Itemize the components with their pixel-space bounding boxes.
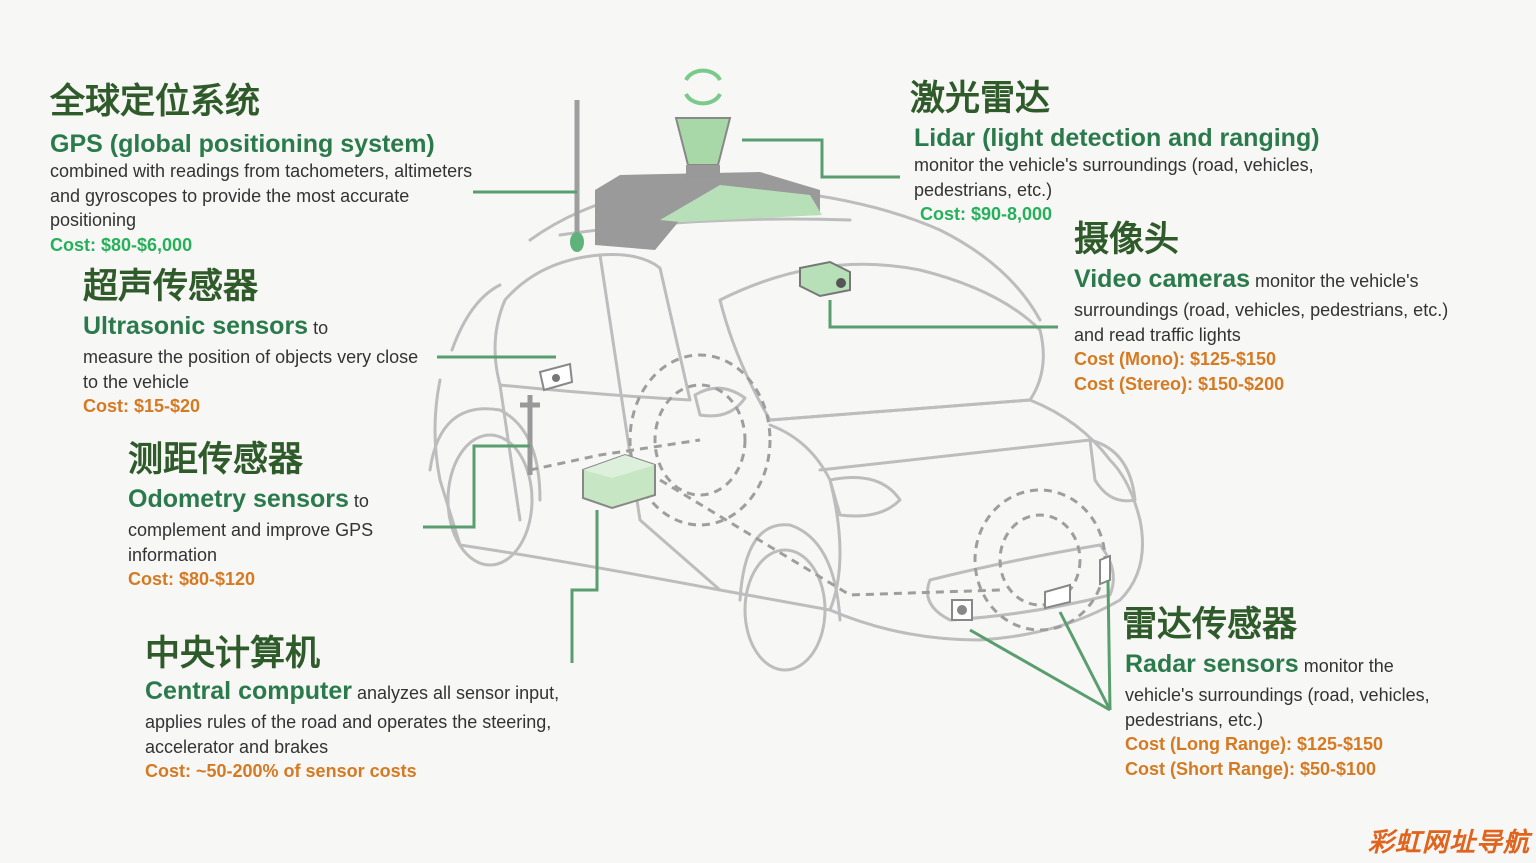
sensor-platform-green <box>660 185 822 222</box>
camera-title: Video cameras <box>1074 265 1251 293</box>
gps-title: GPS (global positioning system) <box>50 130 435 158</box>
radar-cost-long: Cost (Long Range): $125-$150 <box>1125 734 1384 754</box>
car-hood-line <box>818 438 1092 472</box>
lidar-title: Lidar (light detection and ranging) <box>914 124 1320 152</box>
car-door-line-2 <box>498 383 522 522</box>
central-cost: Cost: ~50-200% of sensor costs <box>145 761 417 781</box>
car-front-bumper <box>828 518 1144 642</box>
odometry-heading-zh: 测距传感器 <box>128 440 304 480</box>
radar-leader-line-3 <box>1106 579 1112 711</box>
radar-sensor-long-dot <box>957 605 967 615</box>
ultrasonic-cost: Cost: $15-$20 <box>83 396 201 416</box>
car-body-side <box>433 378 842 612</box>
lidar-leader-line <box>742 138 900 179</box>
odometry-description: complement and improve GPS information <box>128 520 374 565</box>
radar-cost-short: Cost (Short Range): $50-$100 <box>1125 758 1377 779</box>
gps-antenna-tip <box>570 232 584 252</box>
car-front-wheel <box>743 548 827 672</box>
odometry-title: Odometry sensors <box>128 485 349 513</box>
car-windshield <box>718 262 1045 422</box>
video-camera <box>799 260 851 298</box>
central-title: Central computer <box>145 677 352 705</box>
video-camera-lens <box>836 278 846 288</box>
central-desc-inline: analyzes all sensor input, <box>351 683 560 703</box>
central-description: applies rules of the road and operates t… <box>145 712 552 757</box>
odometry-leader-line <box>423 444 530 529</box>
radar-range-ring <box>998 513 1082 607</box>
car-rear-wheel <box>446 433 534 567</box>
radar-title: Radar sensors <box>1125 650 1299 678</box>
ultrasonic-heading-zh: 超声传感器 <box>83 267 259 307</box>
car-side-window <box>493 253 692 402</box>
camera-cost-mono: Cost (Mono): $125-$150 <box>1074 349 1277 369</box>
ultrasonic-sensor-dot <box>552 374 560 382</box>
radar-leader-line-2 <box>1058 611 1112 711</box>
radar-block: 雷达传感器 Radar sensors monitor the vehicle'… <box>1122 603 1492 781</box>
ultrasonic-description: measure the position of objects very clo… <box>83 347 419 392</box>
car-headlight-right <box>1088 438 1137 503</box>
camera-cost-stereo: Cost (Stereo): $150-$200 <box>1074 373 1285 394</box>
lidar-base <box>686 165 720 179</box>
radar-sensor-side <box>1099 554 1111 586</box>
ultrasonic-title: Ultrasonic sensors <box>83 312 309 340</box>
car-grille <box>926 543 1115 622</box>
camera-desc-inline: monitor the vehicle's <box>1250 271 1419 291</box>
lidar-unit <box>674 117 732 166</box>
ultrasonic-desc-inline: to <box>308 318 329 338</box>
watermark-logo: 彩虹网址导航 <box>1367 828 1530 858</box>
gps-cost: Cost: $80-$6,000 <box>50 234 193 255</box>
radar-leader-line-1 <box>969 628 1111 712</box>
lidar-rotate-icon <box>684 68 722 106</box>
central-computer-wiring-front <box>659 478 1001 597</box>
odometry-desc-inline: to <box>348 491 369 511</box>
car-front-wheel-arch <box>738 523 842 622</box>
gps-description: combined with readings from tachometers,… <box>50 161 473 230</box>
gps-block: 全球定位系统 GPS (global positioning system) c… <box>50 80 490 257</box>
camera-block: 摄像头 Video cameras monitor the vehicle's … <box>1074 218 1474 396</box>
lidar-description: monitor the vehicle's surroundings (road… <box>914 155 1314 200</box>
ultrasonic-range-ring-outer <box>628 353 772 527</box>
camera-description: surroundings (road, vehicles, pedestrian… <box>1074 300 1449 345</box>
car-hood <box>768 398 1142 522</box>
central-computer-wiring <box>529 438 701 472</box>
lidar-block: 激光雷达 Lidar (light detection and ranging)… <box>910 77 1380 227</box>
odometry-block: 测距传感器 Odometry sensors to complement and… <box>128 438 428 592</box>
lidar-heading-zh: 激光雷达 <box>910 79 1051 119</box>
radar-sensor-short <box>1044 583 1071 610</box>
lidar-cost: Cost: $90-8,000 <box>920 204 1053 224</box>
ultrasonic-range-ring <box>653 383 747 497</box>
odometry-cost: Cost: $80-$120 <box>128 569 256 589</box>
central-heading-zh: 中央计算机 <box>145 634 321 674</box>
car-side-window-rear <box>450 283 502 352</box>
radar-description: vehicle's surroundings (road, vehicles, … <box>1125 685 1430 730</box>
camera-heading-zh: 摄像头 <box>1074 220 1180 260</box>
car-rear-wheel-arch <box>428 407 542 502</box>
gps-heading-zh: 全球定位系统 <box>50 82 261 122</box>
car-side-mirror <box>693 386 747 418</box>
radar-desc-inline: monitor the <box>1298 656 1394 676</box>
central-computer-box-top <box>583 455 655 478</box>
central-leader-line <box>570 510 599 663</box>
car-headlight <box>828 476 902 518</box>
central-computer-block: 中央计算机 Central computer analyzes all sens… <box>145 632 625 784</box>
camera-leader-line <box>828 300 1058 329</box>
car-door-line <box>598 253 722 592</box>
ultrasonic-block: 超声传感器 Ultrasonic sensors to measure the … <box>83 265 428 419</box>
radar-heading-zh: 雷达传感器 <box>1122 605 1298 645</box>
